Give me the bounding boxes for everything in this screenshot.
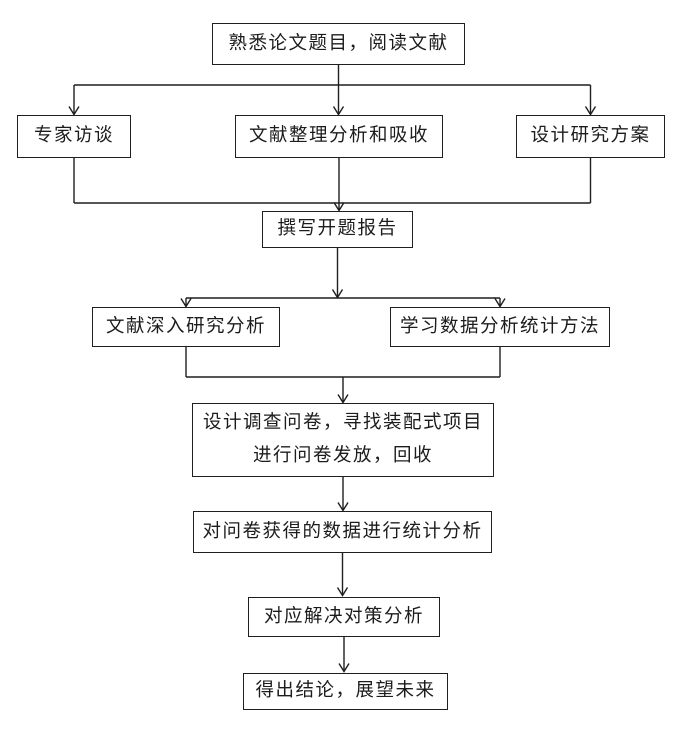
node-deep-literature-research: 文献深入研究分析 (92, 307, 280, 347)
node-expert-interview: 专家访谈 (17, 115, 131, 158)
node-design-questionnaire: 设计调查问卷，寻找装配式项目 进行问卷发放，回收 (192, 403, 494, 477)
node-write-proposal: 撰写开题报告 (262, 211, 413, 248)
node-read-literature: 熟悉论文题目，阅读文献 (212, 23, 465, 65)
node-countermeasure-analysis: 对应解决对策分析 (248, 597, 440, 637)
node-literature-organize: 文献整理分析和吸收 (235, 115, 443, 158)
node-design-research-plan: 设计研究方案 (516, 115, 665, 158)
node-learn-statistics: 学习数据分析统计方法 (390, 307, 610, 347)
node-conclusion: 得出结论，展望未来 (243, 673, 448, 710)
node-statistical-analysis: 对问卷获得的数据进行统计分析 (193, 511, 492, 553)
